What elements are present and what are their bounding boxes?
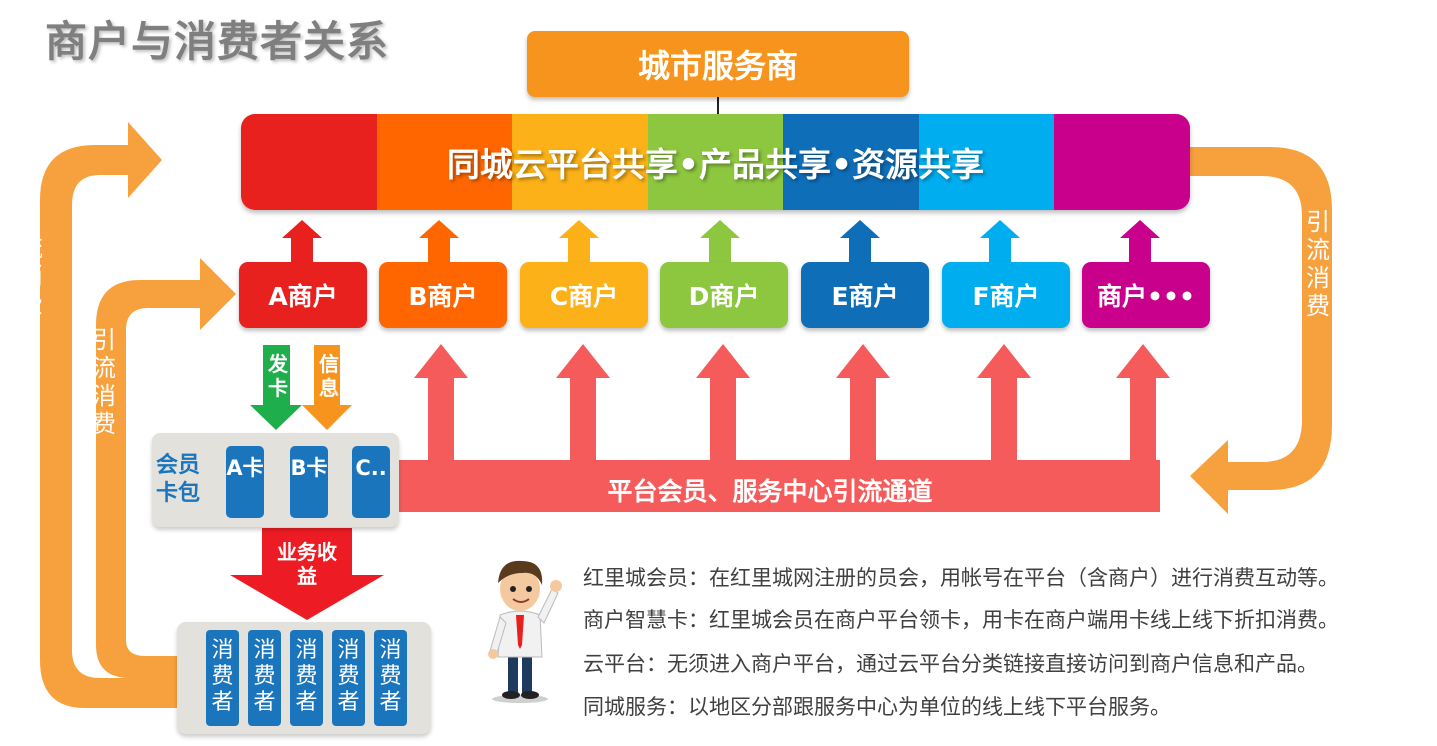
note-city-service: 同城服务：以地区分部跟服务中心为单位的线上线下平台服务。 [583, 695, 1171, 719]
merchant-e: E商户 [801, 262, 929, 328]
merchant-b: B商户 [379, 262, 507, 328]
card-c: C.. [352, 446, 390, 518]
note-smart-card: 商户智慧卡：红里城会员在商户平台领卡，用卡在商户端用卡线上线下折扣消费。 [583, 608, 1339, 632]
platform-segment [918, 114, 1055, 210]
page-title: 商户与消费者关系 [45, 17, 390, 66]
channel-arrows [399, 344, 1170, 512]
merchant-d: D商户 [660, 262, 788, 328]
wallet-label: 会员卡包 [156, 453, 201, 506]
left-outer-loop-label: 引流消费 [19, 206, 43, 318]
businessman-illustration [488, 560, 562, 703]
right-loop-label: 引流消费 [1306, 208, 1330, 320]
platform-text: 同城云平台共享•产品共享•资源共享 [446, 145, 985, 184]
city-service-box: 城市服务商 [527, 31, 909, 97]
revenue-label: 业务收益 [277, 540, 337, 588]
issue-card-label: 发卡 [268, 352, 288, 400]
left-inner-loop [96, 258, 236, 678]
card-a: A卡 [226, 446, 264, 518]
right-loop [1190, 147, 1332, 514]
merchant-f: F商户 [942, 262, 1070, 328]
merchant-up-arrows [282, 220, 1160, 262]
consumer: 消费者 [206, 630, 239, 726]
consumer: 消费者 [290, 630, 323, 726]
platform-segment [376, 114, 513, 210]
platform-segment [647, 114, 784, 210]
platform-segment [1054, 114, 1190, 210]
left-outer-loop [40, 122, 180, 708]
info-arrow [302, 345, 352, 430]
merchant-c: C商户 [520, 262, 648, 328]
platform-segment [241, 114, 377, 210]
consumer: 消费者 [332, 630, 365, 726]
merchant-a: A商户 [239, 262, 367, 328]
note-cloud-platform: 云平台：无须进入商户平台，通过云平台分类链接直接访问到商户信息和产品。 [583, 652, 1318, 676]
card-b: B卡 [290, 446, 328, 518]
channel-label: 平台会员、服务中心引流通道 [607, 477, 933, 506]
platform-segment [512, 114, 648, 210]
consumer: 消费者 [248, 630, 281, 726]
info-label: 信息 [319, 352, 339, 400]
left-inner-loop-label: 引流消费 [92, 326, 116, 438]
issue-card-arrow [250, 345, 302, 430]
revenue-arrow [230, 528, 384, 620]
platform-bar [241, 114, 1190, 210]
consumer: 消费者 [374, 630, 407, 726]
merchant-more: 商户••• [1082, 262, 1210, 328]
note-member: 红里城会员：在红里城网注册的员会，用帐号在平台（含商户）进行消费互动等。 [583, 566, 1339, 590]
platform-segment [783, 114, 919, 210]
